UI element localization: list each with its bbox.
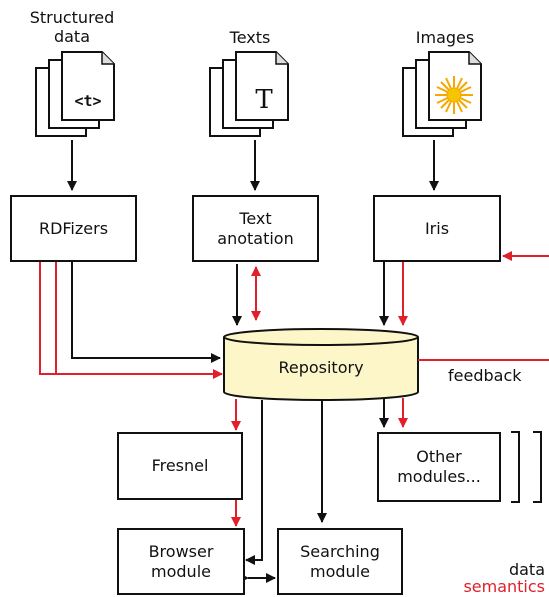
arrow-rdfizers-semantics (39, 262, 223, 379)
structured-data-label-line1: Structured (29, 8, 115, 27)
text-annotation-box: Text anotation (192, 195, 319, 262)
iris-label: Iris (424, 218, 450, 238)
repository-label: Repository (278, 358, 364, 377)
other-modules-box: Other modules... (377, 432, 501, 502)
browser-module-label-line2: module (151, 561, 211, 581)
other-modules-label-line2: modules... (397, 467, 481, 486)
searching-module-label-line1: Searching (300, 541, 380, 561)
browser-module-box: Browser module (117, 528, 245, 595)
structured-data-label-line2: data (53, 27, 91, 46)
rdfizers-label: RDFizers (38, 218, 109, 238)
iris-box: Iris (373, 195, 501, 262)
browser-module-label-line1: Browser (148, 541, 214, 561)
feedback-label: feedback (448, 366, 522, 385)
structured-data-docs-icon: <t> (35, 51, 115, 137)
searching-module-box: Searching module (277, 528, 403, 595)
rdfizers-box: RDFizers (10, 195, 137, 262)
texts-label: Texts (229, 28, 271, 47)
other-modules-stack-brackets (511, 431, 542, 503)
repository-cylinder (223, 328, 419, 401)
structured-doc-text: <t> (74, 92, 101, 110)
images-label: Images (415, 28, 475, 47)
arrow-rdfizers-data (71, 262, 221, 363)
texts-docs-icon: T (209, 51, 289, 137)
text-annotation-label-line2: anotation (217, 228, 294, 248)
arrow-repo-to-browser (245, 400, 263, 565)
searching-module-label-line2: module (310, 561, 370, 581)
fresnel-label: Fresnel (151, 456, 209, 475)
legend-data: data (508, 560, 545, 579)
images-docs-icon (402, 51, 482, 137)
fresnel-box: Fresnel (117, 432, 243, 500)
legend-semantics: semantics (463, 577, 545, 596)
texts-doc-text: T (255, 85, 273, 115)
other-modules-label-line1: Other (416, 447, 462, 466)
text-annotation-label-line1: Text (239, 208, 272, 228)
sun-core (446, 87, 462, 103)
structured-data-label: Structured data (22, 8, 122, 46)
